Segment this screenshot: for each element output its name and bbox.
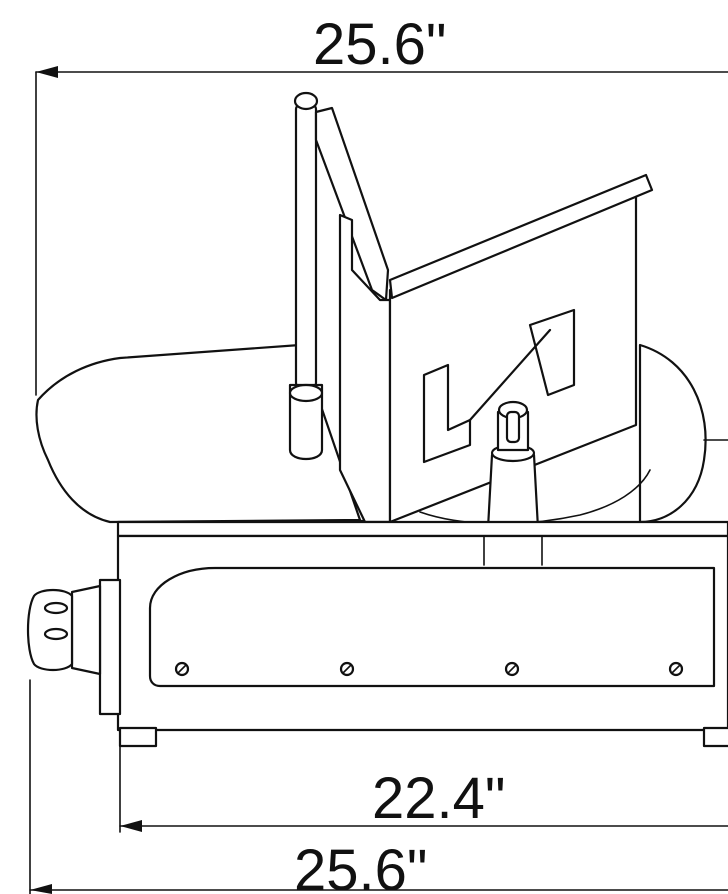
knob-groove-top (43, 601, 69, 615)
screw (339, 661, 355, 677)
base-foot-right (702, 726, 728, 748)
thickness-knob (26, 578, 122, 716)
handle-rod (294, 103, 318, 389)
knob-groove-bottom (43, 627, 69, 641)
knob-neck (70, 584, 102, 676)
inner-dimension-arrow-left (120, 820, 142, 832)
product-grip (422, 308, 576, 464)
bottom-outer-dimension: 25.6" (29, 679, 728, 894)
outer-dimension-arrow-left (30, 884, 52, 894)
cover-screws (174, 661, 684, 677)
tray-body (35, 343, 362, 524)
knob-mount-plate (98, 578, 122, 716)
handle-sleeve (288, 383, 324, 461)
bottom-inner-dimension: 22.4" (119, 745, 728, 833)
screw (504, 661, 520, 677)
carriage-top-lip (388, 173, 654, 300)
top-dimension-arrow-left (36, 66, 58, 78)
screw (668, 661, 684, 677)
top-dimension-label: 25.6" (313, 12, 446, 77)
base-top-rail (116, 520, 728, 538)
grip-right-block (528, 308, 576, 397)
grip-brace (468, 328, 552, 422)
base-housing (116, 520, 728, 748)
arm-knob-stem (505, 410, 521, 444)
handle-knob-top (293, 91, 319, 111)
inner-dimension-label: 22.4" (372, 766, 505, 831)
screw (174, 661, 190, 677)
pusher-handle (288, 91, 324, 461)
top-dimension: 25.6" (35, 12, 728, 396)
blade-right-edge (638, 343, 707, 524)
blade-lower-arc (419, 469, 651, 525)
outer-dimension-label: 25.6" (294, 838, 427, 894)
base-cover-plate (148, 566, 716, 688)
base-foot-left (118, 726, 158, 748)
handle-sleeve-top (288, 383, 324, 403)
blade-disc (270, 343, 728, 525)
product-tray (35, 343, 362, 524)
